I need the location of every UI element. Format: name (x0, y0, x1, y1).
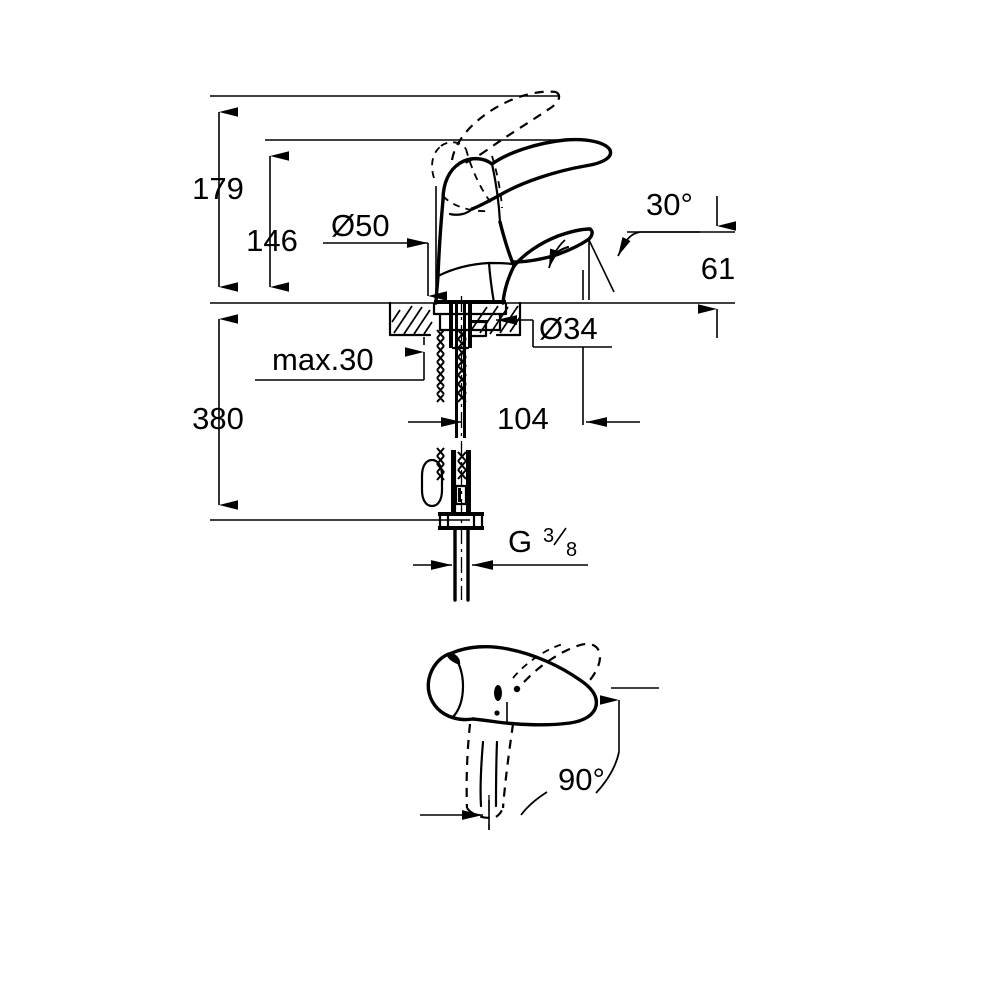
dimension-g38: G 3 8 (413, 524, 588, 570)
leader-30deg-curve-2 (548, 239, 566, 269)
dimension-d34: Ø34 (496, 270, 612, 425)
plan-handle-split-b (450, 716, 475, 722)
leader-90deg-curve (595, 751, 620, 794)
dimension-61: 61 (627, 196, 736, 338)
angle-30-ray-a (588, 239, 615, 293)
dimension-max30: max.30 (255, 337, 425, 381)
dim-label-179: 179 (192, 171, 244, 206)
plan-spout-center-a (479, 740, 485, 808)
plan-spout-right (501, 723, 515, 809)
plan-index-dot-small (494, 710, 500, 716)
top-plan-view: 90° (420, 642, 659, 830)
threaded-shank (436, 303, 488, 418)
lever-handle-outline (441, 137, 613, 224)
flexible-hose (420, 418, 484, 602)
dimension-104: 104 (408, 401, 640, 436)
dim-label-61: 61 (701, 251, 735, 286)
plan-spout-tip (466, 807, 505, 820)
leader-30deg-curve (617, 231, 641, 257)
dim-label-max30: max.30 (272, 342, 374, 377)
leader-90deg-curve-b (520, 791, 548, 816)
dim-label-146: 146 (246, 223, 298, 258)
plan-handle-rotated (523, 642, 602, 683)
deck-hatch-left (391, 305, 433, 335)
dim-label-30deg: 30° (646, 187, 693, 222)
dim-label-104: 104 (497, 401, 549, 436)
plan-handle-rotated-b (512, 642, 567, 679)
g38-fraction-slash (553, 527, 567, 546)
dim-label-d50: Ø50 (331, 208, 390, 243)
mounting-deck (210, 300, 735, 337)
dimension-90deg: 90° (420, 687, 659, 830)
dim-label-g38-denominator: 8 (566, 539, 577, 561)
plan-index-dot (513, 685, 521, 693)
thread-texture-left (436, 329, 445, 403)
plan-handle-body (450, 644, 599, 727)
plan-handle-notch (447, 653, 461, 665)
dim-label-d34: Ø34 (539, 311, 598, 346)
dimension-group-left: 179 146 380 (192, 95, 560, 521)
plan-handle-rear (426, 651, 475, 722)
dim-label-90deg: 90° (558, 762, 605, 797)
plan-index-slot (494, 685, 502, 701)
dimension-30deg: 30° (548, 187, 700, 300)
dimension-d50: Ø50 (323, 186, 447, 301)
lever-raised-hidden-outline (431, 90, 561, 212)
dim-label-g38-numerator: 3 (543, 525, 554, 547)
plan-spout-left (465, 723, 472, 809)
dim-label-g38-letter: G (508, 524, 532, 559)
plan-spout-center-b (494, 740, 499, 808)
dim-label-380: 380 (192, 401, 244, 436)
